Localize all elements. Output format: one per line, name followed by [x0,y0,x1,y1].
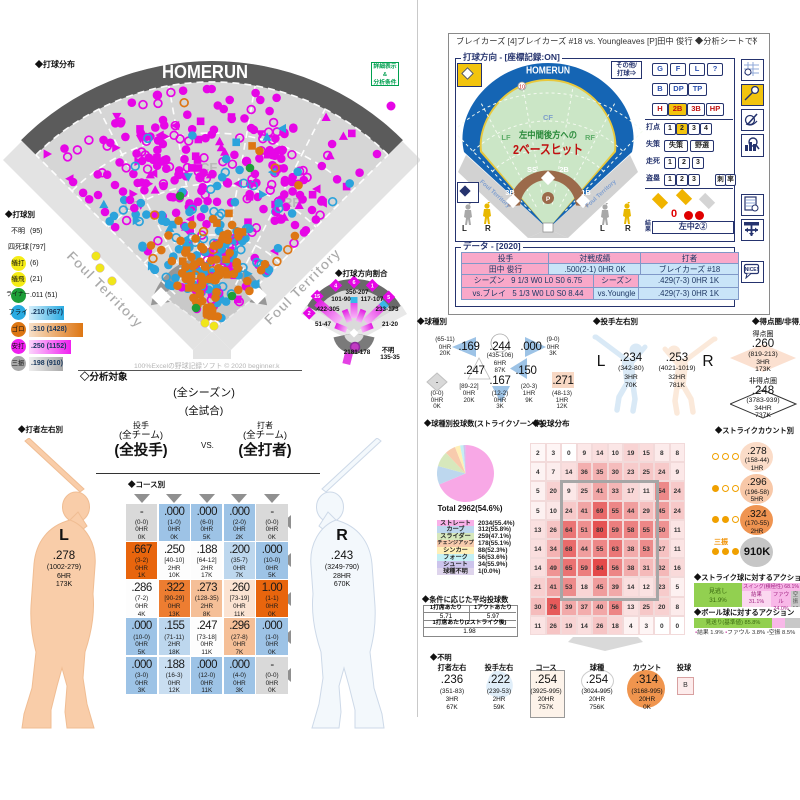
svg-text:422-305: 422-305 [316,306,340,313]
svg-text:10: 10 [519,85,525,91]
svg-text:HOMERUN: HOMERUN [526,65,570,77]
svg-text:SS: SS [527,165,537,174]
svg-text:2181-178: 2181-178 [344,349,371,356]
svg-text:21-20: 21-20 [382,321,399,328]
svg-text:6: 6 [352,280,355,286]
svg-text:1: 1 [371,283,374,289]
svg-text:350-207: 350-207 [345,289,369,296]
svg-text:LF: LF [501,133,511,142]
svg-text:HOMERUN: HOMERUN [162,61,248,82]
svg-text:P: P [546,196,551,203]
svg-text:2ベースヒット: 2ベースヒット [513,142,583,157]
svg-text:135-35: 135-35 [380,354,400,361]
svg-text:左中間後方への: 左中間後方への [518,129,577,140]
svg-text:CF: CF [543,113,553,122]
svg-text:NICE!: NICE! [745,267,759,273]
svg-text:2: 2 [308,311,311,317]
svg-text:51-47: 51-47 [315,321,332,328]
svg-text:2B: 2B [559,165,569,174]
svg-text:RF: RF [585,133,595,142]
svg-text:4: 4 [334,283,338,289]
svg-text:1B: 1B [581,188,591,197]
svg-text:5: 5 [387,295,390,301]
svg-text:101-90: 101-90 [331,296,351,303]
svg-text:117-107: 117-107 [361,296,384,303]
svg-text:15: 15 [314,294,320,300]
svg-text:不明: 不明 [382,345,395,354]
svg-text:233-173: 233-173 [375,306,399,313]
svg-text:-: - [436,380,439,387]
svg-text:3B: 3B [505,188,515,197]
